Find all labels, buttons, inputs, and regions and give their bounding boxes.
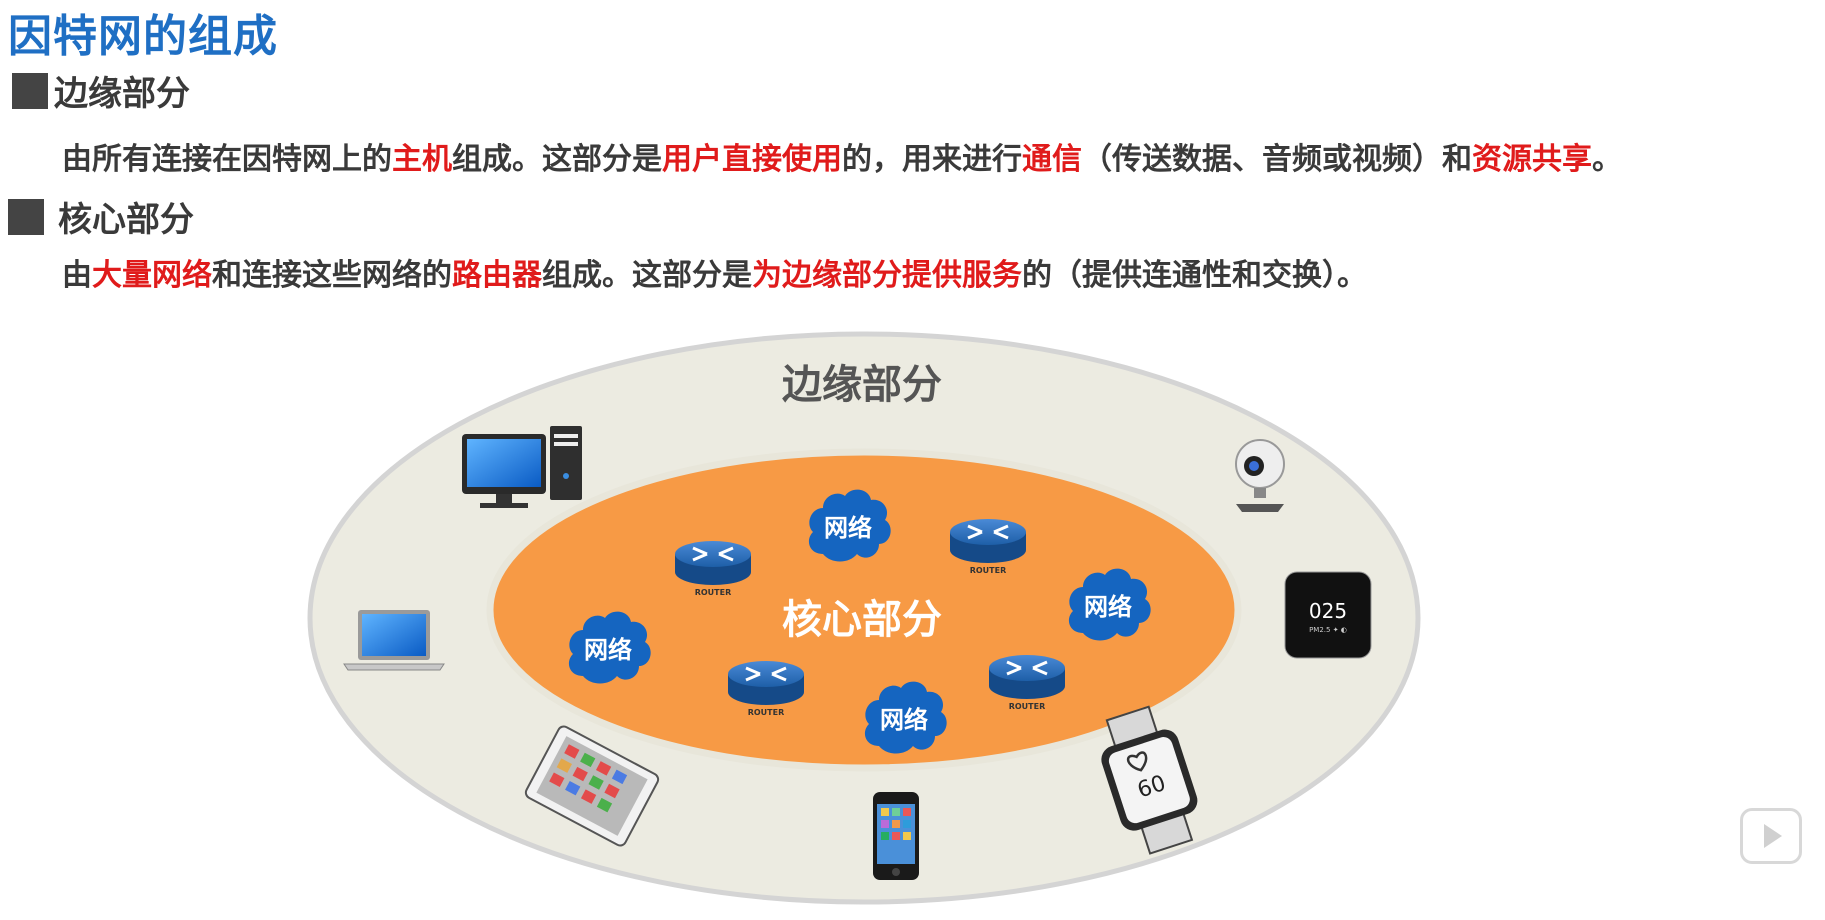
edge-part-label: 边缘部分 [782, 362, 942, 408]
router-label: ROUTER [695, 588, 732, 597]
router-icon [989, 655, 1065, 699]
network-label: 网络 [824, 514, 872, 542]
core-part-label: 核心部分 [782, 597, 942, 643]
smart-thermostat-icon: 025 PM2.5 ✦ ◐ [1285, 572, 1371, 658]
router-icon [675, 541, 751, 585]
network-label: 网络 [584, 636, 632, 664]
thermostat-subtext: PM2.5 ✦ ◐ [1309, 626, 1347, 634]
router-label: ROUTER [748, 708, 785, 717]
smartphone-icon [873, 792, 919, 880]
router-label: ROUTER [1009, 702, 1046, 711]
router-label: ROUTER [970, 566, 1007, 575]
router-icon [728, 661, 804, 705]
video-play-button[interactable] [1740, 808, 1802, 864]
network-label: 网络 [1084, 593, 1132, 621]
router-icon [950, 519, 1026, 563]
network-label: 网络 [880, 706, 928, 734]
thermostat-display: 025 [1309, 599, 1347, 623]
